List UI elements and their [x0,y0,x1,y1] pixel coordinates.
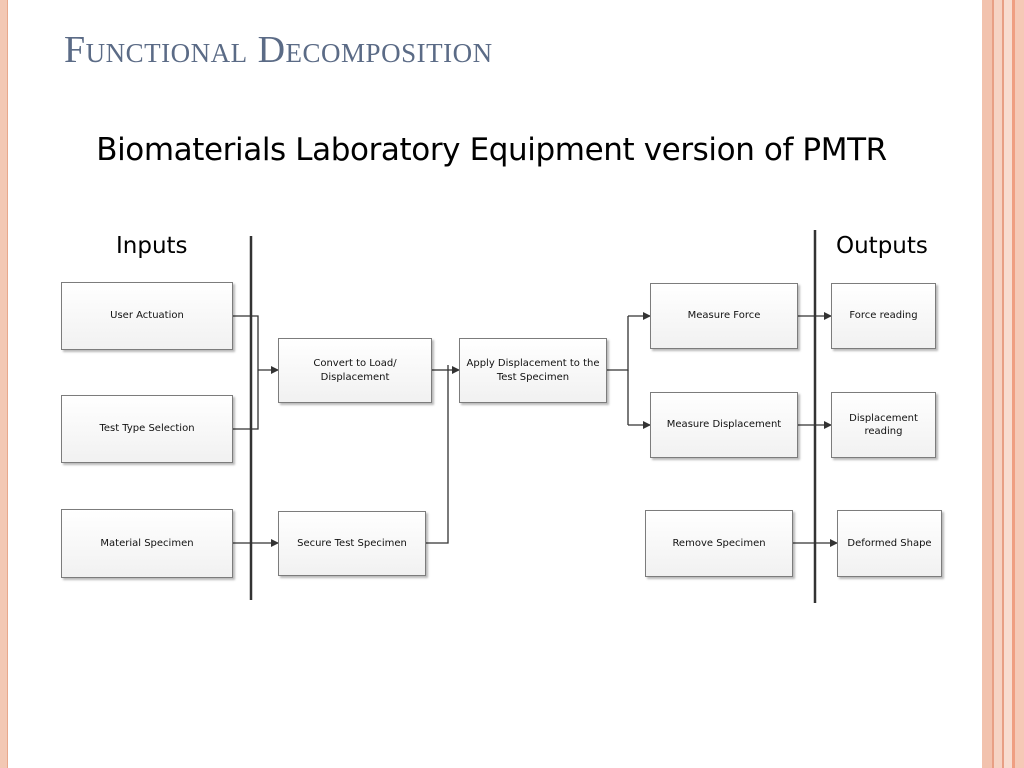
connector-secure [426,365,449,544]
input-user-actuation: User Actuation [61,282,233,350]
diagram-subtitle: Biomaterials Laboratory Equipment versio… [96,132,887,168]
input-material-specimen: Material Specimen [61,509,233,578]
left-decorative-rule [0,0,8,768]
input-test-type-selection: Test Type Selection [61,395,233,463]
function-remove-specimen: Remove Specimen [645,510,793,577]
function-convert: Convert to Load/ Displacement [278,338,432,403]
outputs-label: Outputs [836,233,928,259]
inputs-label: Inputs [116,233,188,259]
function-secure: Secure Test Specimen [278,511,426,576]
connector-test-type [233,370,259,430]
slide-title: Functional Decomposition [64,29,493,71]
function-measure-displacement: Measure Displacement [650,392,798,458]
output-displacement-reading: Displacement reading [831,392,936,458]
function-measure-force: Measure Force [650,283,798,349]
connector-apply [607,316,629,371]
right-decorative-stripes [978,0,1024,768]
function-apply: Apply Displacement to the Test Specimen [459,338,607,403]
connector-user-actuation [233,315,259,370]
output-deformed-shape: Deformed Shape [837,510,942,577]
output-force-reading: Force reading [831,283,936,349]
